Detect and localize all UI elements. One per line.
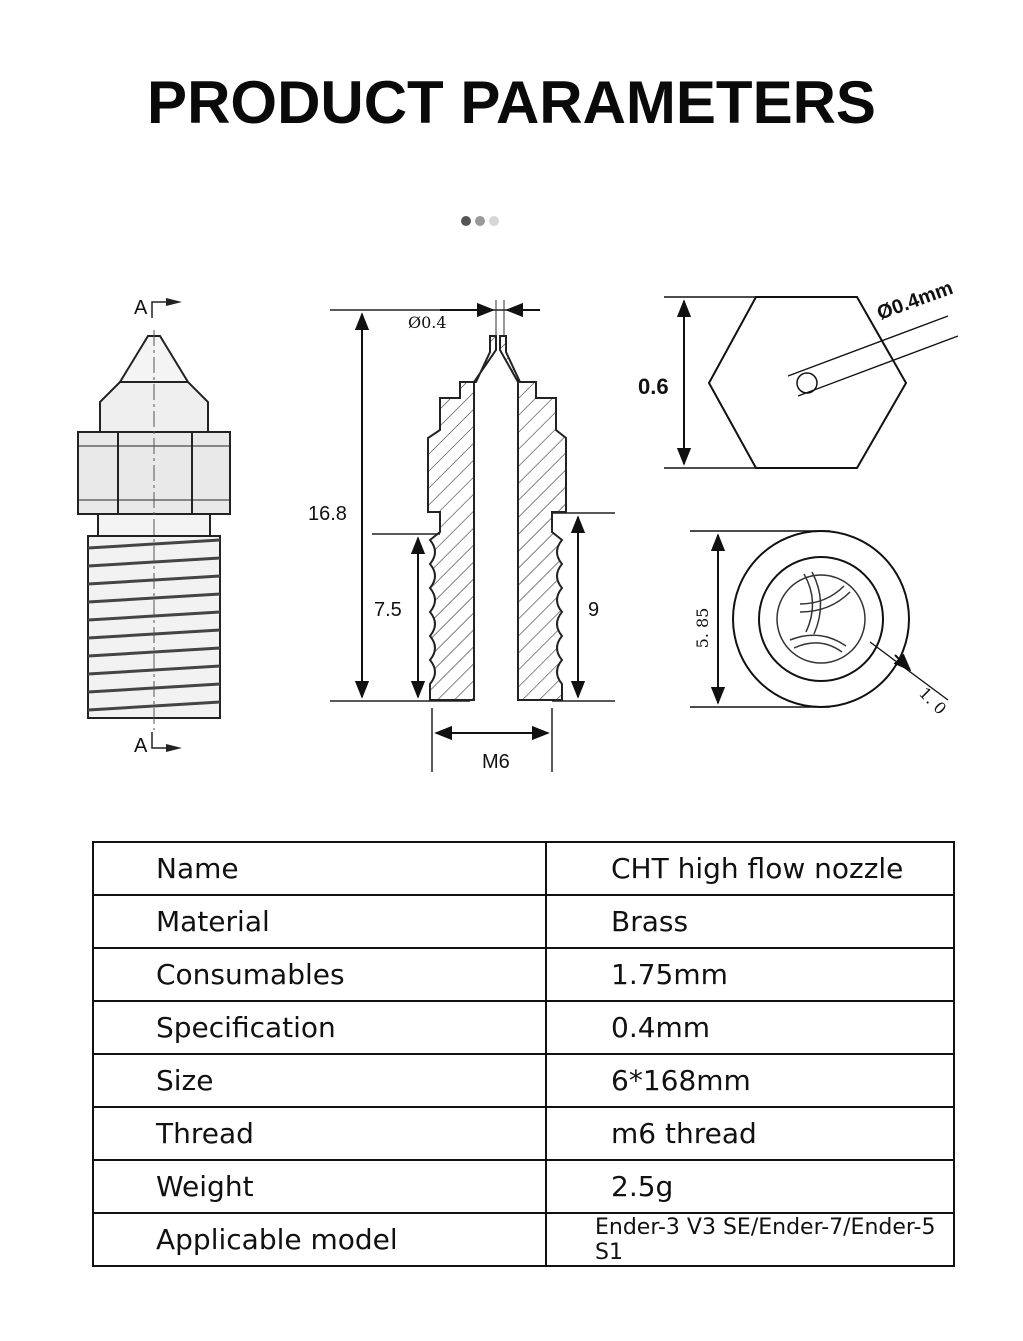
- carousel-dot-1[interactable]: [461, 216, 471, 226]
- param-key: Specification: [92, 1000, 547, 1055]
- table-row: Size 6*168mm: [92, 1053, 955, 1108]
- dim-thread-outer-label: 9: [588, 599, 599, 621]
- param-key: Size: [92, 1053, 547, 1108]
- dim-bore-label: Ø0.4: [408, 313, 447, 332]
- param-value: 0.4mm: [545, 1000, 955, 1055]
- table-row: Name CHT high flow nozzle: [92, 841, 955, 896]
- dim-thread-inner-label: 7.5: [374, 599, 402, 621]
- param-key: Weight: [92, 1159, 547, 1214]
- param-key: Consumables: [92, 947, 547, 1002]
- table-row: Thread m6 thread: [92, 1106, 955, 1161]
- table-row: Consumables 1.75mm: [92, 947, 955, 1002]
- table-row: Applicable model Ender-3 V3 SE/Ender-7/E…: [92, 1212, 955, 1267]
- dim-hex-label: 0.6: [638, 374, 669, 399]
- nozzle-hex-view: [664, 296, 959, 469]
- param-value: m6 thread: [545, 1106, 955, 1161]
- dim-wall-label: 1. 0: [915, 683, 950, 718]
- nozzle-end-view: [690, 530, 949, 708]
- nozzle-technical-drawing: A A Ø0.4 16.8 7.: [77, 277, 959, 773]
- param-key: Material: [92, 894, 547, 949]
- parameters-table: Name CHT high flow nozzle Material Brass…: [92, 841, 955, 1267]
- param-value: 1.75mm: [545, 947, 955, 1002]
- param-key: Thread: [92, 1106, 547, 1161]
- page-title: PRODUCT PARAMETERS: [147, 69, 876, 136]
- dim-thread-label: M6: [482, 751, 510, 773]
- param-value: 6*168mm: [545, 1053, 955, 1108]
- carousel-dot-3[interactable]: [489, 216, 499, 226]
- table-row: Specification 0.4mm: [92, 1000, 955, 1055]
- nozzle-cross-section: [330, 300, 615, 772]
- param-value: CHT high flow nozzle: [545, 841, 955, 896]
- section-label-bottom: A: [134, 735, 148, 757]
- nozzle-side-view: [77, 298, 231, 752]
- table-row: Material Brass: [92, 894, 955, 949]
- section-label-top: A: [134, 297, 148, 319]
- carousel-dot-2[interactable]: [475, 216, 485, 226]
- param-value: Brass: [545, 894, 955, 949]
- dim-total-length-label: 16.8: [308, 503, 347, 525]
- param-value: 2.5g: [545, 1159, 955, 1214]
- param-value: Ender-3 V3 SE/Ender-7/Ender-5 S1: [545, 1212, 955, 1267]
- dim-end-diameter-label: 5. 85: [693, 608, 712, 649]
- param-key: Applicable model: [92, 1212, 547, 1267]
- param-key: Name: [92, 841, 547, 896]
- table-row: Weight 2.5g: [92, 1159, 955, 1214]
